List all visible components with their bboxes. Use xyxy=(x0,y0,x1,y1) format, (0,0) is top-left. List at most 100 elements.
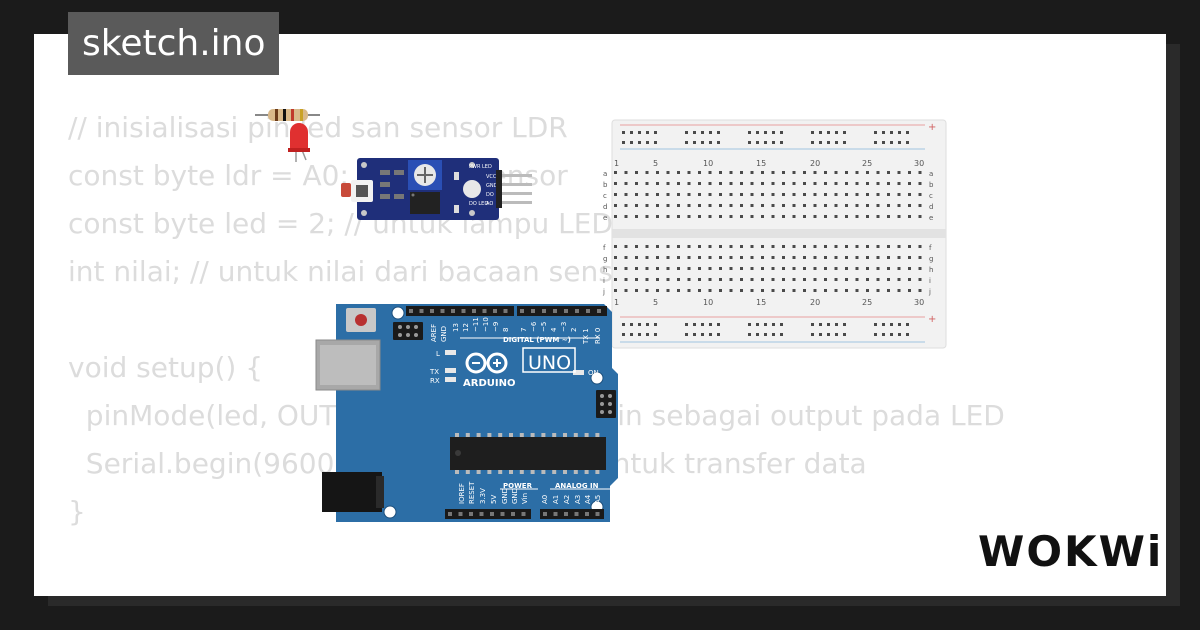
rail-hole xyxy=(630,141,633,144)
breadboard-hole xyxy=(708,267,712,270)
rail-hole xyxy=(622,333,625,336)
breadboard-hole xyxy=(708,289,712,292)
breadboard-hole xyxy=(687,267,691,270)
rail-hole xyxy=(764,131,767,134)
breadboard-hole xyxy=(677,256,680,259)
arduino-logo: UNO ARDUINO xyxy=(463,347,576,389)
rail-hole xyxy=(764,323,767,326)
breadboard-hole xyxy=(792,204,796,207)
svg-text:+: + xyxy=(928,314,936,325)
power-analog-header-pins[interactable] xyxy=(448,512,600,516)
header-pin xyxy=(409,309,413,313)
breadboard-hole xyxy=(761,182,764,185)
rail-hole xyxy=(882,333,885,336)
breadboard-hole xyxy=(719,278,722,281)
led-tx-label: TX xyxy=(429,368,439,376)
breadboard-hole xyxy=(729,256,733,259)
header-pin xyxy=(511,512,515,516)
header-pin xyxy=(440,309,445,313)
col-number: 30 xyxy=(914,298,924,307)
ldr-sensor-module[interactable]: PWR LED DO LED VCC GND DO AO xyxy=(341,158,532,220)
rail-hole xyxy=(843,141,846,144)
rail-hole xyxy=(882,141,885,144)
rail-hole xyxy=(638,323,641,326)
breadboard-hole xyxy=(666,289,670,292)
breadboard-hole xyxy=(918,171,922,174)
breadboard-hole xyxy=(866,171,869,174)
rail-hole xyxy=(717,323,720,326)
led-l-label: L xyxy=(436,350,440,358)
breadboard-hole xyxy=(635,171,638,174)
digital-pin-labels: AREF GND 13 12 ~11 ~10 ~9 8 7 ~6 ~5 4 ~3… xyxy=(430,317,602,345)
breadboard-hole xyxy=(824,193,827,196)
row-letter: a xyxy=(929,170,933,178)
breadboard-hole xyxy=(845,256,848,259)
wokwi-logo[interactable]: WOKWi xyxy=(978,526,1164,576)
breadboard-hole xyxy=(824,289,827,292)
breadboard-hole xyxy=(645,215,649,218)
red-led[interactable] xyxy=(288,123,310,162)
chip-pin xyxy=(509,433,513,437)
breadboard-hole xyxy=(803,267,806,270)
rail-hole xyxy=(780,141,783,144)
breadboard-hole xyxy=(698,215,701,218)
rail-hole xyxy=(827,141,830,144)
breadboard-hole xyxy=(635,193,638,196)
digital-header-pins[interactable] xyxy=(409,309,601,313)
header-pin xyxy=(595,512,600,516)
rail-hole xyxy=(622,141,625,144)
pin-label: 12 xyxy=(462,323,470,332)
col-number: 30 xyxy=(914,159,924,168)
breadboard-hole xyxy=(918,182,922,185)
breadboard-hole xyxy=(782,278,785,281)
breadboard-hole xyxy=(834,193,838,196)
chip-pin xyxy=(487,433,492,437)
pin-label: RESET xyxy=(468,481,476,504)
header-pin xyxy=(575,309,579,313)
breadboard[interactable]: + + 1 5 10 15 20 25 30 1 5 10 15 20 25 3… xyxy=(602,119,947,349)
rail-hole xyxy=(898,141,901,144)
chip-pin xyxy=(530,470,535,474)
header-pin xyxy=(542,309,546,313)
arduino-uno-board[interactable]: AREF GND 13 12 ~11 ~10 ~9 8 7 ~6 ~5 4 ~3… xyxy=(315,304,618,522)
breadboard-hole xyxy=(918,289,922,292)
breadboard-hole xyxy=(635,215,638,218)
breadboard-hole xyxy=(834,256,838,259)
breadboard-hole xyxy=(813,245,817,248)
chip-pin xyxy=(498,470,503,474)
rail-hole xyxy=(622,131,625,134)
breadboard-hole xyxy=(855,245,859,248)
header-pin xyxy=(482,309,487,313)
breadboard-hole xyxy=(918,256,922,259)
breadboard-hole xyxy=(624,267,628,270)
breadboard-hole xyxy=(614,289,617,292)
breadboard-hole xyxy=(708,193,712,196)
breadboard-hole xyxy=(866,256,869,259)
rail-hole xyxy=(756,323,759,326)
file-tab[interactable]: sketch.ino xyxy=(68,12,280,75)
breadboard-hole xyxy=(834,182,838,185)
rail-hole xyxy=(646,131,649,134)
breadboard-hole xyxy=(614,245,617,248)
rail-hole xyxy=(701,333,704,336)
header-pin xyxy=(461,309,466,313)
breadboard-hole xyxy=(740,245,743,248)
breadboard-hole xyxy=(645,289,649,292)
resistor[interactable] xyxy=(255,109,320,121)
breadboard-hole xyxy=(698,267,701,270)
rail-hole xyxy=(709,323,712,326)
rail-hole xyxy=(638,131,641,134)
rail-hole xyxy=(630,131,633,134)
model-label: UNO xyxy=(528,352,571,374)
breadboard-hole xyxy=(897,215,901,218)
breadboard-hole xyxy=(813,256,817,259)
header-pin xyxy=(503,309,508,313)
breadboard-hole xyxy=(855,215,859,218)
rail-hole xyxy=(685,323,688,326)
rail-hole xyxy=(748,131,751,134)
breadboard-hole xyxy=(887,193,890,196)
breadboard-hole xyxy=(719,171,722,174)
rail-hole xyxy=(646,141,649,144)
breadboard-hole xyxy=(834,215,838,218)
breadboard-hole xyxy=(782,289,785,292)
